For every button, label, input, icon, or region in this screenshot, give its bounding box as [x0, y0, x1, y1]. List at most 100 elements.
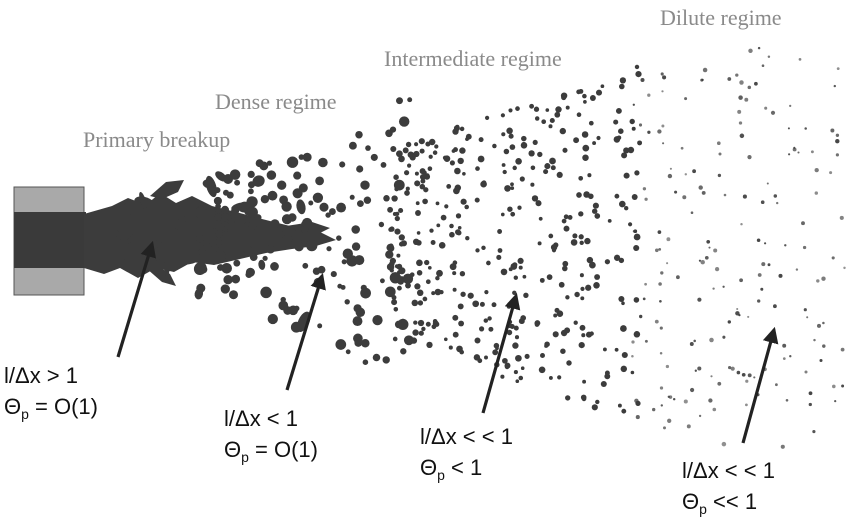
droplet [553, 313, 558, 318]
droplet [214, 213, 223, 222]
droplet [416, 231, 421, 235]
droplet [353, 333, 363, 344]
droplet [415, 239, 422, 246]
droplet [405, 282, 411, 289]
droplet [391, 295, 397, 300]
annotation-dilute: l/Δx < < 1 Θp << 1 [682, 455, 775, 525]
droplet [396, 150, 403, 158]
droplet [452, 260, 458, 266]
droplet [784, 244, 787, 247]
droplet [747, 373, 752, 378]
droplet [424, 259, 430, 266]
droplet [604, 259, 611, 265]
droplet [342, 248, 353, 259]
droplet [416, 289, 424, 297]
droplet [429, 138, 436, 146]
droplet [266, 170, 277, 180]
droplet [745, 379, 749, 383]
droplet [667, 173, 673, 179]
droplet [417, 319, 425, 327]
droplet [262, 255, 268, 261]
droplet [667, 418, 672, 423]
droplet [550, 244, 558, 251]
droplet [267, 313, 278, 325]
droplet [484, 115, 490, 121]
droplet [761, 262, 766, 267]
droplet [452, 271, 457, 276]
droplet [621, 408, 627, 414]
droplet [452, 287, 457, 292]
droplet [592, 141, 597, 146]
droplet [233, 259, 241, 267]
droplet [216, 220, 222, 226]
droplet [683, 399, 688, 404]
droplet [593, 282, 600, 289]
droplet [584, 237, 591, 245]
droplet [214, 187, 221, 194]
droplet [629, 118, 635, 125]
droplet [578, 211, 584, 217]
droplet [813, 338, 816, 342]
droplet [150, 266, 162, 272]
droplet [402, 147, 409, 154]
droplet [260, 195, 270, 204]
droplet [579, 324, 586, 331]
droplet [572, 233, 578, 239]
droplet [814, 191, 818, 195]
droplet [483, 318, 489, 323]
droplet [782, 357, 786, 360]
droplet [631, 126, 636, 131]
droplet [615, 107, 622, 114]
droplet [512, 262, 518, 268]
droplet [444, 204, 449, 209]
droplet [520, 142, 528, 149]
droplet [773, 194, 778, 198]
droplet [286, 156, 299, 168]
droplet [544, 163, 551, 170]
droplet [514, 335, 520, 340]
droplet [594, 213, 601, 219]
droplet [398, 207, 404, 214]
droplet [419, 183, 426, 190]
droplet [669, 167, 672, 170]
droplet [723, 193, 727, 197]
droplet [246, 196, 258, 208]
droplet [834, 399, 837, 403]
droplet [432, 150, 438, 155]
droplet [520, 366, 525, 371]
droplet [501, 163, 506, 167]
droplet [221, 263, 232, 274]
droplet [517, 257, 524, 264]
droplet [220, 284, 230, 294]
droplet [697, 366, 702, 371]
droplet [767, 263, 771, 267]
droplet [748, 48, 753, 54]
droplet [465, 133, 472, 140]
droplet [803, 308, 807, 312]
droplet [436, 269, 443, 277]
droplet [712, 287, 715, 290]
droplet [802, 245, 807, 250]
droplet [211, 228, 218, 234]
droplet [788, 153, 791, 156]
droplet [620, 325, 627, 332]
droplet [214, 250, 226, 262]
droplet [619, 83, 625, 90]
droplet [472, 300, 480, 308]
droplet [392, 336, 398, 342]
droplet [429, 228, 434, 233]
droplet [718, 152, 722, 156]
droplet [660, 271, 664, 275]
droplet [662, 142, 665, 145]
droplet [394, 186, 399, 192]
droplet [492, 349, 499, 356]
droplet [255, 159, 264, 168]
droplet [380, 162, 387, 168]
droplet [578, 175, 584, 181]
droplet [712, 407, 717, 412]
droplet [785, 399, 789, 402]
droplet [362, 359, 369, 365]
droplet [416, 259, 423, 267]
droplet [557, 375, 562, 380]
